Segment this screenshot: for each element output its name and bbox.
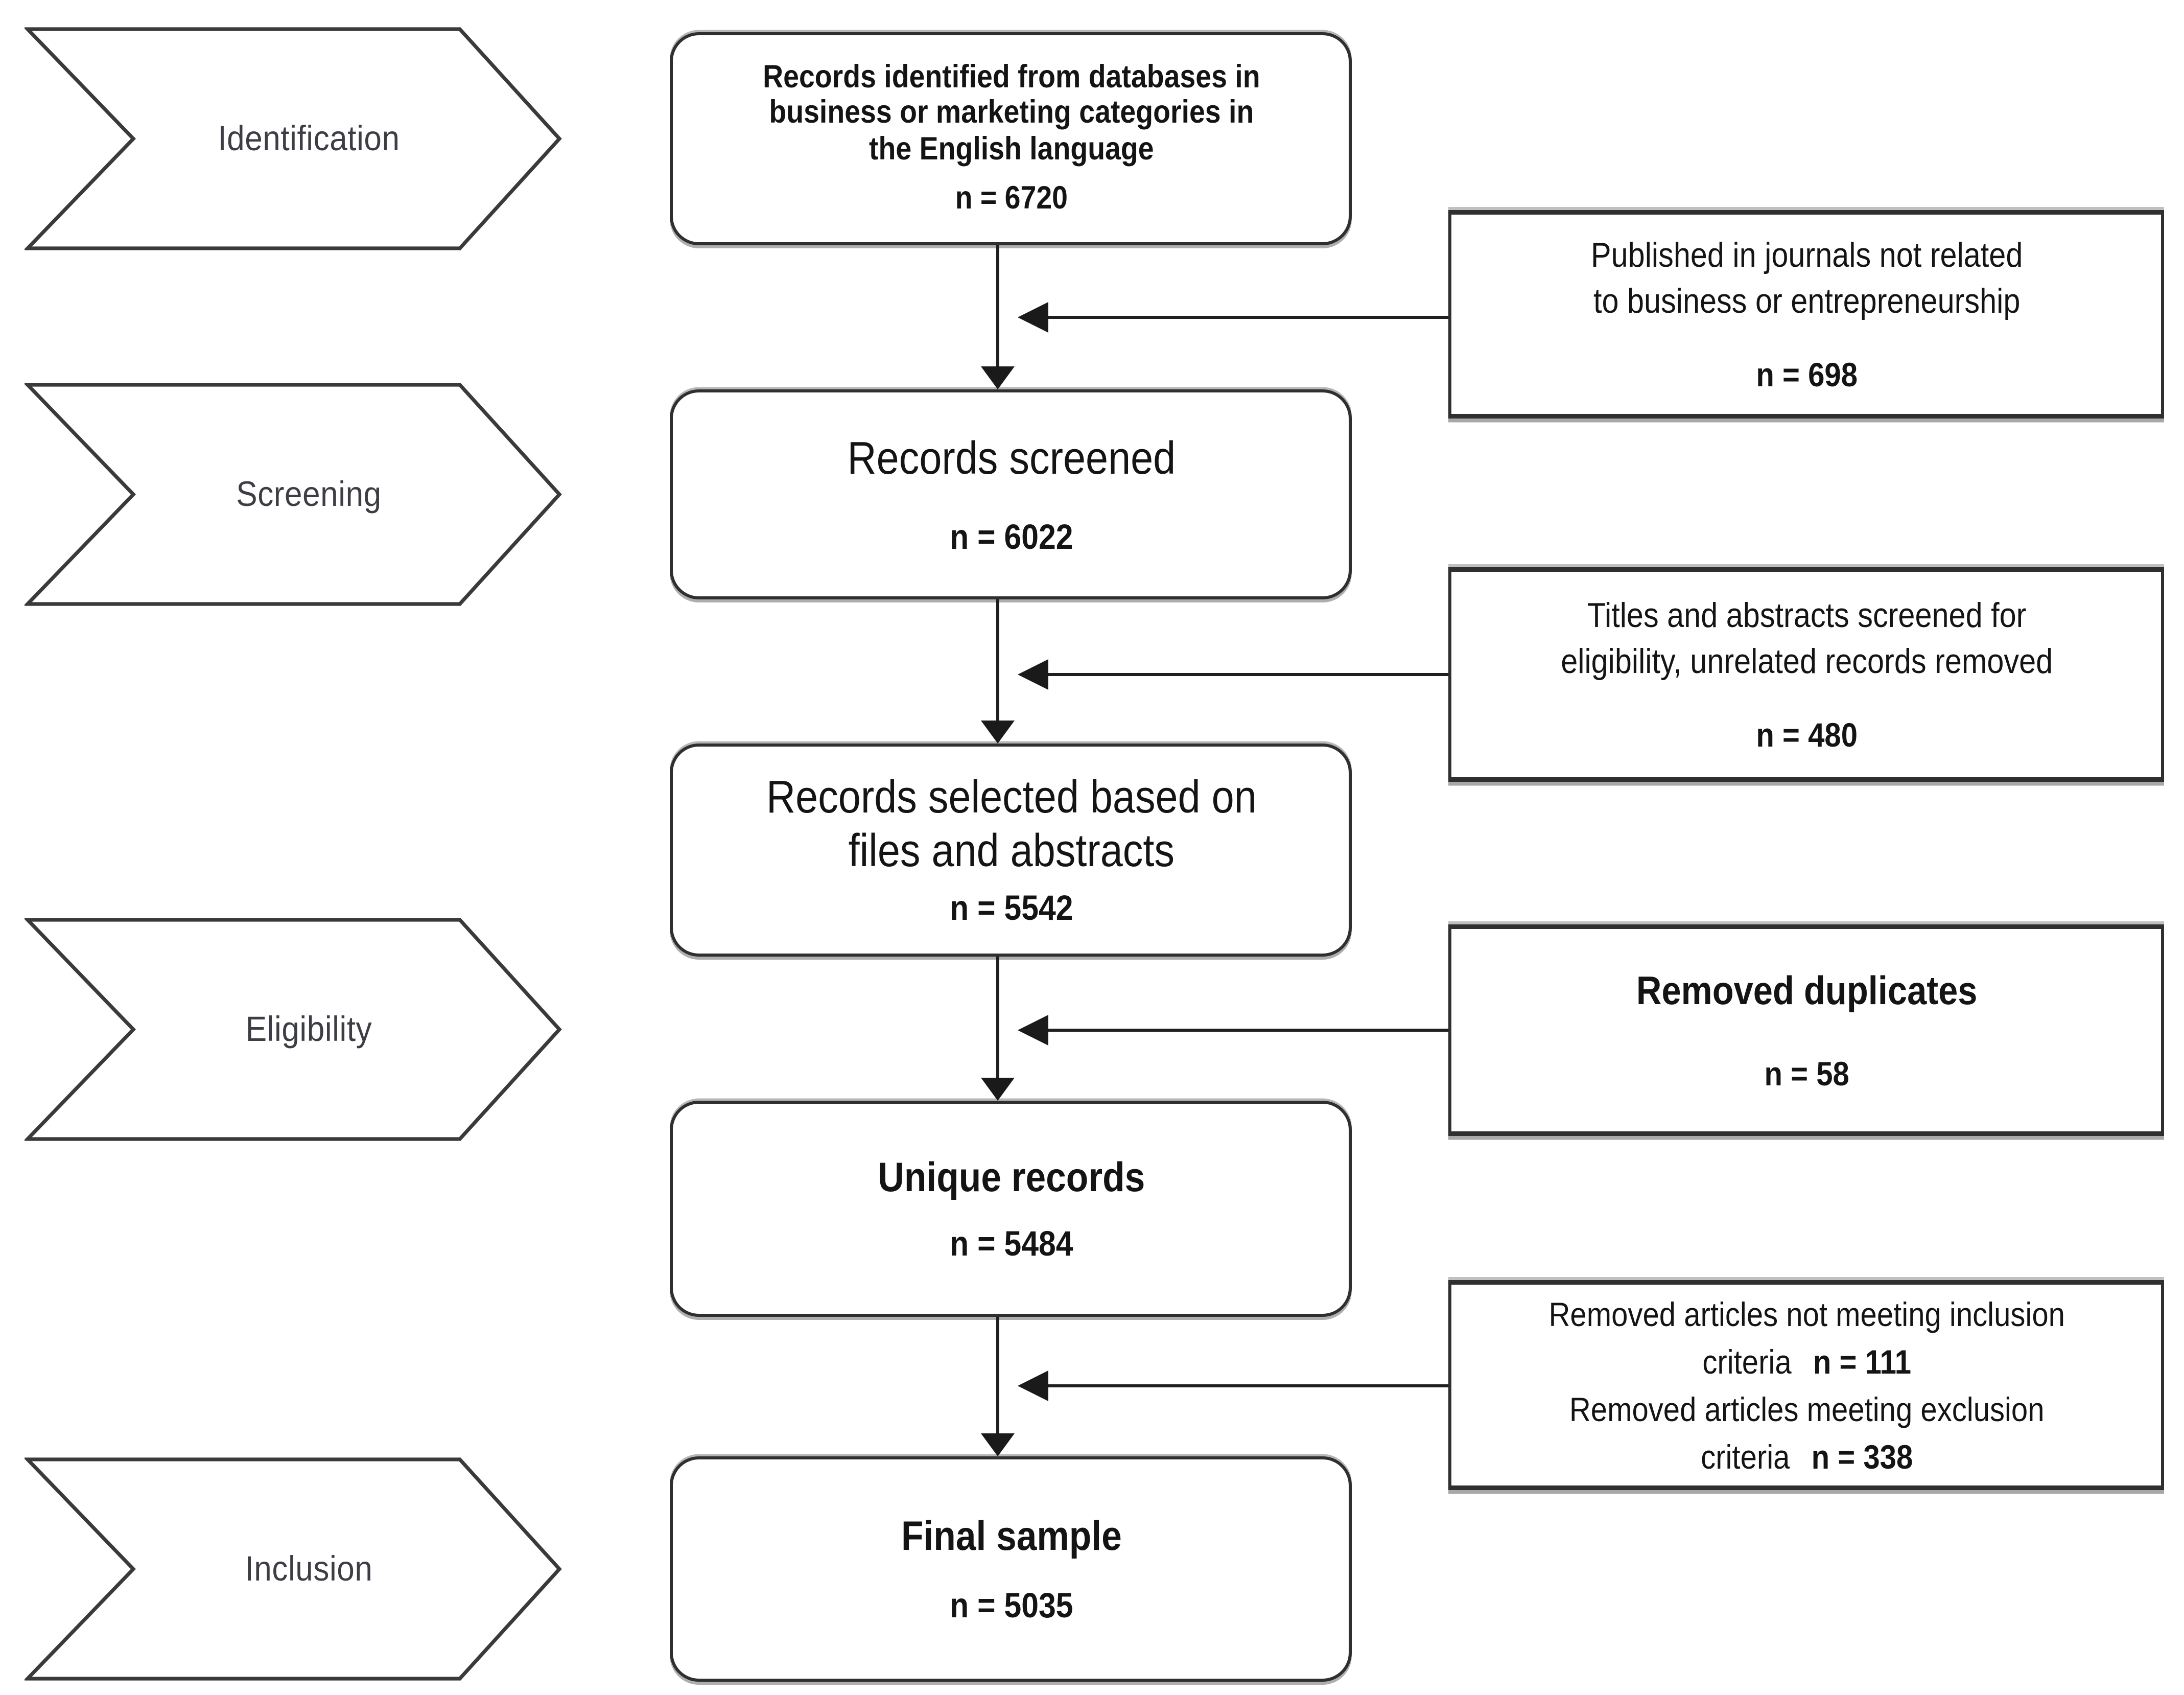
box-text-line: Records selected based on <box>765 773 1256 823</box>
connector-line-vertical <box>996 599 1000 722</box>
stage-label-identification: Identification <box>218 118 400 158</box>
criteria-label: criteria <box>1700 1437 1790 1476</box>
box-text-line: files and abstracts <box>848 826 1174 877</box>
flow-box-unique-records: Unique records n = 5484 <box>670 1101 1352 1317</box>
arrowhead-left-icon <box>1018 1015 1048 1046</box>
box-n-value: n = 58 <box>1764 1054 1849 1093</box>
arrowhead-left-icon <box>1018 1371 1048 1401</box>
stage-label-eligibility: Eligibility <box>245 1009 372 1049</box>
box-n-value: n = 5542 <box>949 888 1073 927</box>
box-text-line: Titles and abstracts screened for <box>1586 596 2026 635</box>
box-text-line: Published in journals not related <box>1590 236 2023 274</box>
stage-chevron-identification: Identification <box>25 26 562 251</box>
criteria-label: criteria <box>1702 1342 1791 1381</box>
chevron-banner-icon <box>25 918 562 1141</box>
box-n-value: n = 5484 <box>949 1222 1073 1263</box>
box-text-line: Removed articles meeting exclusion <box>1568 1389 2044 1428</box>
box-title: Removed duplicates <box>1635 966 1977 1013</box>
stage-label-screening: Screening <box>236 474 382 514</box>
box-n-value: n = 6720 <box>954 181 1067 217</box>
connector-line-horizontal <box>1045 1384 1448 1388</box>
arrowhead-down-icon <box>981 1433 1015 1456</box>
exclusion-box-duplicates: Removed duplicates n = 58 <box>1448 924 2164 1136</box>
chevron-banner-icon <box>25 27 562 250</box>
box-n-value: n = 338 <box>1811 1437 1913 1476</box>
box-text-line: Records identified from databases in <box>762 59 1260 95</box>
connector-line-vertical <box>996 245 1000 368</box>
box-text-line: the English language <box>868 131 1154 167</box>
stage-label-inclusion: Inclusion <box>245 1548 373 1588</box>
box-text-line: eligibility, unrelated records removed <box>1560 642 2052 681</box>
arrowhead-left-icon <box>1018 302 1048 333</box>
flow-box-records-selected: Records selected based on files and abst… <box>670 744 1352 957</box>
stage-chevron-screening: Screening <box>25 382 562 607</box>
connector-line-horizontal <box>1045 1029 1448 1032</box>
arrowhead-down-icon <box>981 721 1015 744</box>
box-title: Unique records <box>877 1153 1144 1200</box>
exclusion-box-journals: Published in journals not related to bus… <box>1448 210 2164 419</box>
connector-line-vertical <box>996 1317 1000 1435</box>
connector-line-vertical <box>996 957 1000 1079</box>
stage-chevron-eligibility: Eligibility <box>25 917 562 1142</box>
box-n-value: n = 698 <box>1755 356 1857 394</box>
arrowhead-left-icon <box>1018 659 1048 690</box>
box-n-value: n = 6022 <box>949 516 1073 556</box>
exclusion-box-titles-abstracts: Titles and abstracts screened for eligib… <box>1448 567 2164 782</box>
chevron-banner-icon <box>25 383 562 606</box>
flow-box-final-sample: Final sample n = 5035 <box>670 1456 1352 1682</box>
box-n-value: n = 5035 <box>949 1584 1073 1624</box>
box-text-line: criteria n = 338 <box>1450 1433 2162 1480</box>
box-text-line: Removed articles not meeting inclusion <box>1548 1294 2064 1333</box>
exclusion-box-criteria: Removed articles not meeting inclusion c… <box>1448 1280 2164 1490</box>
flow-box-records-identified: Records identified from databases in bus… <box>670 32 1352 245</box>
arrowhead-down-icon <box>981 366 1015 389</box>
stage-chevron-inclusion: Inclusion <box>25 1456 562 1682</box>
box-n-value: n = 480 <box>1755 716 1857 754</box>
arrowhead-down-icon <box>981 1078 1015 1101</box>
connector-line-horizontal <box>1045 316 1448 319</box>
flow-box-records-screened: Records screened n = 6022 <box>670 389 1352 599</box>
box-text-line: to business or entrepreneurship <box>1592 282 2020 320</box>
box-n-value: n = 111 <box>1812 1342 1911 1381</box>
box-text-line: business or marketing categories in <box>768 95 1253 131</box>
box-title: Records screened <box>847 433 1175 484</box>
box-text-line: criteria n = 111 <box>1450 1338 2162 1385</box>
chevron-banner-icon <box>25 1457 562 1681</box>
box-title: Final sample <box>900 1512 1121 1559</box>
connector-line-horizontal <box>1045 673 1448 677</box>
